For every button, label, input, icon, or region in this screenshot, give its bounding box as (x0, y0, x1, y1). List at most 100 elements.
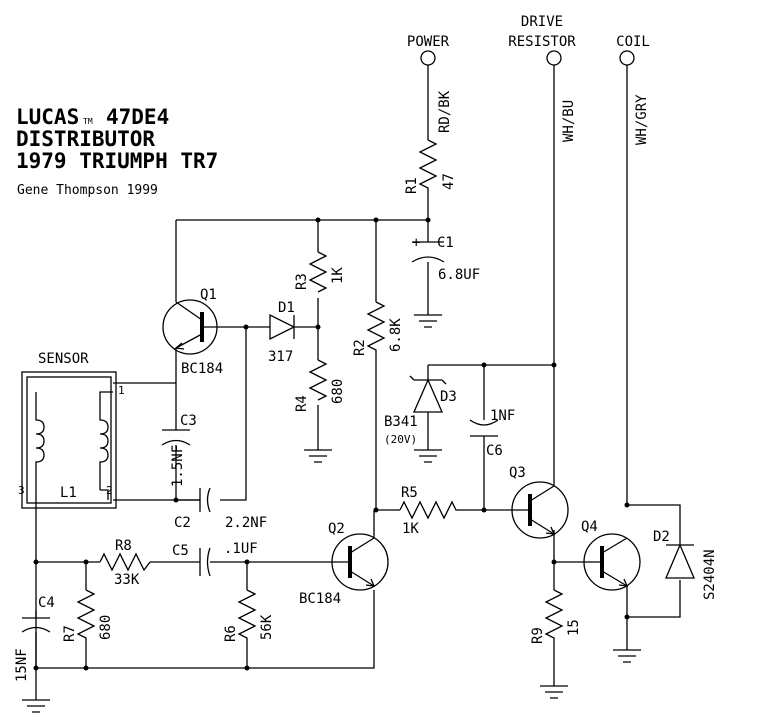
terminal-drive-label-2: RESISTOR (508, 34, 576, 50)
q2-part: BC184 (299, 591, 341, 607)
q1-ref: Q1 (200, 287, 217, 303)
c1-ref: C1 (437, 235, 454, 251)
diode-symbols (262, 313, 695, 579)
terminal-coil-label: COIL (616, 34, 650, 50)
title-brand: LUCAS (16, 105, 79, 129)
title-model: 47DE4 (106, 105, 169, 129)
q1-transistor (162, 299, 218, 355)
l1-coil-right (99, 410, 109, 480)
r9-resistor (544, 589, 564, 640)
d3-voltage: (20V) (384, 433, 417, 446)
c1-polarity: + (412, 235, 420, 251)
c5-ref: C5 (172, 543, 189, 559)
r4-resistor (308, 359, 328, 401)
r5-resistor (399, 500, 460, 520)
d2-diode (665, 543, 695, 579)
capacitor-symbols (21, 241, 499, 633)
wire-drive-color: WH/BU (561, 100, 577, 142)
l1-label: L1 (60, 485, 77, 501)
title-trademark: TM (83, 117, 93, 126)
resistor-symbols (76, 139, 564, 645)
r3-ref: R3 (294, 273, 310, 290)
d1-value: 317 (268, 349, 293, 365)
l1-coil-left (35, 410, 45, 490)
c3-value: 1.5NF (170, 445, 186, 487)
transistor-symbols (162, 299, 641, 617)
r1-resistor (418, 139, 438, 190)
c3-capacitor (161, 429, 191, 446)
c5-capacitor (199, 547, 220, 577)
r2-ref: R2 (352, 339, 368, 356)
terminal-power-label: POWER (407, 34, 450, 50)
q3-ref: Q3 (509, 465, 526, 481)
r9-ref: R9 (530, 627, 546, 644)
terminals: POWER DRIVE RESISTOR COIL RD/BK WH/BU WH… (407, 14, 650, 145)
wires (35, 65, 681, 700)
q4-ref: Q4 (581, 519, 598, 535)
c4-ref: C4 (38, 595, 55, 611)
c6-capacitor (469, 419, 499, 437)
r6-resistor (237, 589, 257, 645)
c1-capacitor (411, 241, 445, 263)
c5-value: .1UF (224, 541, 258, 557)
r8-resistor (99, 552, 151, 572)
author-credit: Gene Thompson 1999 (17, 183, 158, 198)
r9-value: 15 (566, 619, 582, 636)
c6-value: 1NF (490, 408, 515, 424)
r7-ref: R7 (62, 625, 78, 642)
c4-capacitor (21, 617, 51, 633)
d3-zener-diode (409, 375, 447, 418)
title-line2: DISTRIBUTOR (16, 127, 155, 151)
c2-ref: C2 (174, 515, 191, 531)
r7-value: 680 (98, 615, 114, 640)
r3-value: 1K (330, 267, 346, 284)
d2-part: S2404N (702, 549, 718, 600)
sensor-block (21, 371, 117, 509)
q2-transistor (331, 510, 389, 591)
r2-resistor (366, 301, 386, 355)
r1-value: 47 (441, 173, 457, 190)
terminal-coil (619, 50, 635, 66)
r2-value: 6.8K (388, 318, 404, 352)
r6-ref: R6 (223, 625, 239, 642)
terminal-drive-resistor (546, 50, 562, 66)
d3-part: B341 (384, 414, 418, 430)
r4-value: 680 (330, 379, 346, 404)
title-line3: 1979 TRIUMPH TR7 (16, 149, 218, 173)
c6-ref: C6 (486, 443, 503, 459)
d1-diode (262, 313, 298, 341)
terminal-drive-label-1: DRIVE (521, 14, 563, 30)
c2-value: 2.2NF (225, 515, 267, 531)
sensor-pin-2: 2 (106, 484, 113, 497)
r6-value: 56K (259, 614, 275, 640)
terminal-power (420, 50, 436, 66)
title-block: LUCAS TM 47DE4 DISTRIBUTOR 1979 TRIUMPH … (16, 105, 218, 198)
wire-power-color: RD/BK (437, 90, 453, 133)
d3-ref: D3 (440, 389, 457, 405)
wire-coil-color: WH/GRY (634, 94, 650, 145)
sensor-pin-1: 1 (118, 384, 125, 397)
r1-ref: R1 (404, 177, 420, 194)
r5-ref: R5 (401, 485, 418, 501)
r8-ref: R8 (115, 538, 132, 554)
d2-ref: D2 (653, 529, 670, 545)
c3-ref: C3 (180, 413, 197, 429)
c2-capacitor (199, 487, 211, 513)
q3-transistor (511, 365, 569, 539)
sensor-pin-3: 3 (18, 484, 25, 497)
c1-value: 6.8UF (438, 267, 480, 283)
r7-resistor (76, 589, 96, 645)
r5-value: 1K (402, 521, 419, 537)
r3-resistor (308, 251, 328, 293)
q1-part: BC184 (181, 361, 223, 377)
q2-ref: Q2 (328, 521, 345, 537)
c4-value: 15NF (14, 648, 30, 682)
sensor-label: SENSOR (38, 351, 89, 367)
ground-symbols (22, 314, 641, 713)
d1-ref: D1 (278, 300, 295, 316)
q4-transistor (583, 533, 641, 617)
r4-ref: R4 (294, 395, 310, 412)
r8-value: 33K (114, 572, 140, 588)
